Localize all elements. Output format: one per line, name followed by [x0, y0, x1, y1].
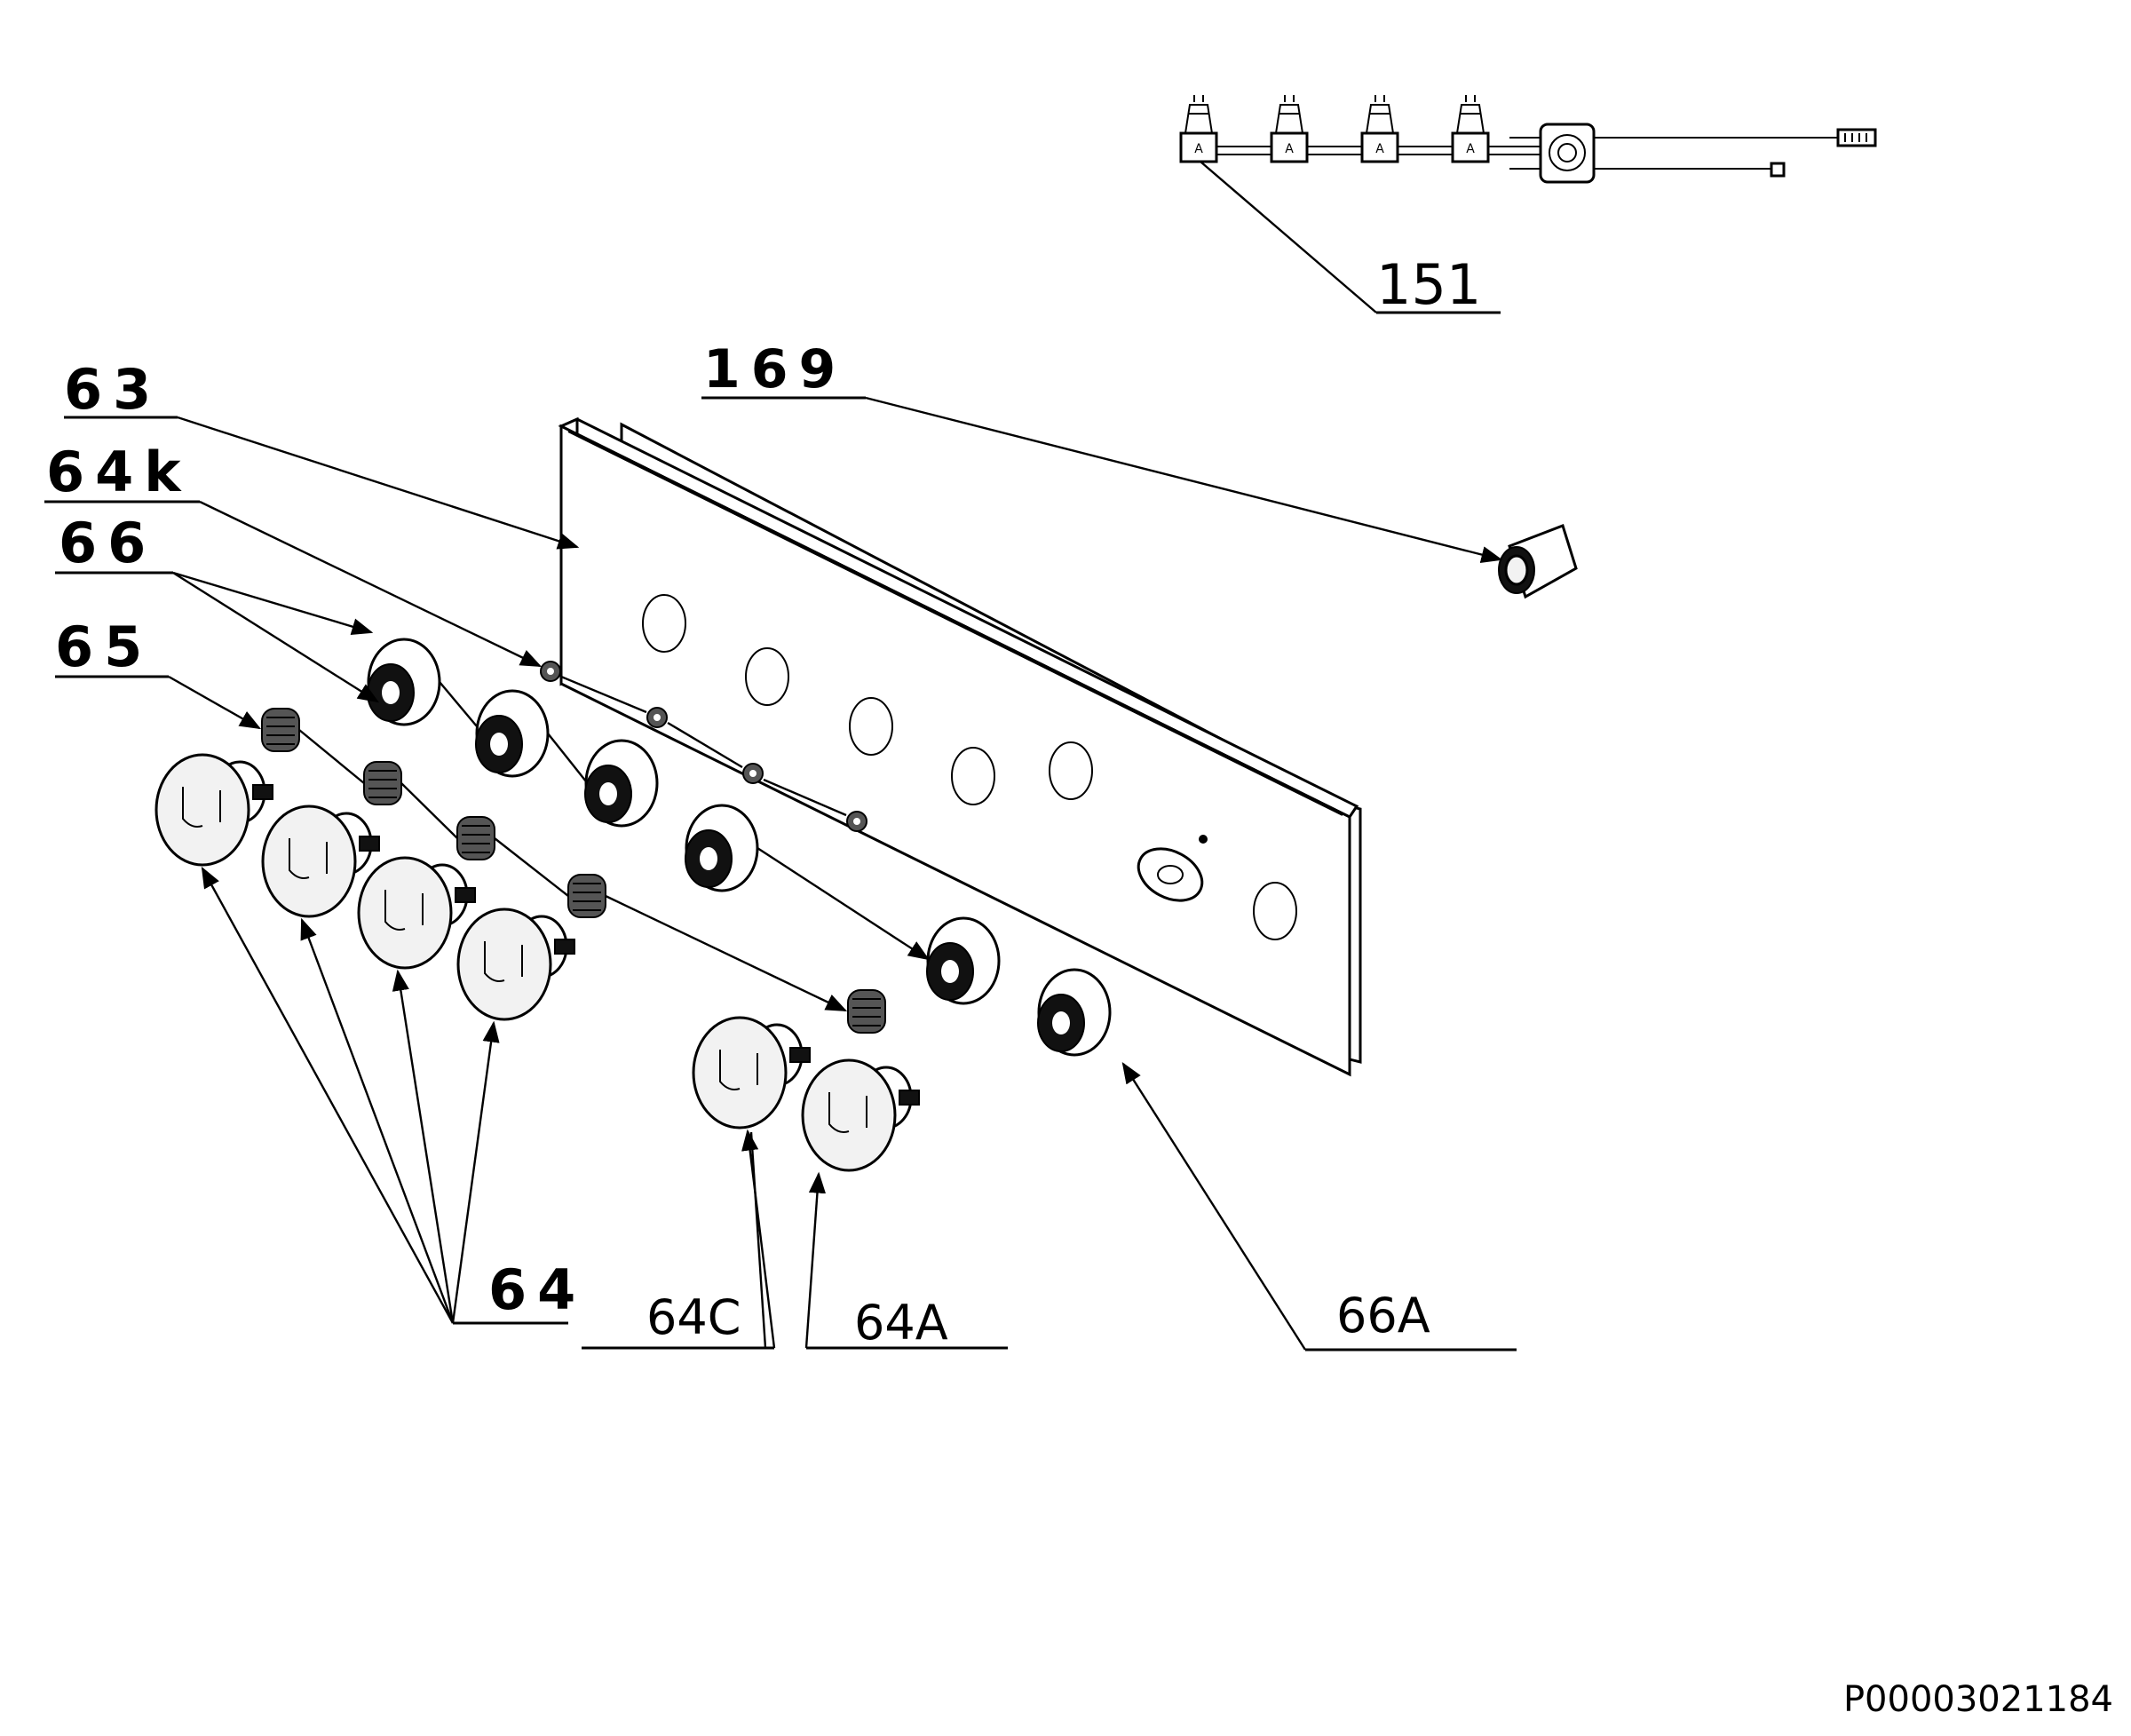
- label-64A: 64A: [854, 1295, 948, 1351]
- spring-2: [363, 761, 402, 805]
- panel-knob-holes: [642, 594, 1297, 940]
- indicator-lamp-169: [1498, 524, 1578, 599]
- part-labels: 151 169 63 64k 66 65 64 64C 64A 66A: [46, 252, 1481, 1351]
- knob-2: [261, 805, 380, 918]
- spring-4: [567, 874, 606, 918]
- bezels-66: [367, 638, 1001, 1005]
- bezel-3: [584, 739, 659, 828]
- harness-connector-plug: [1836, 128, 1877, 147]
- spring-5: [847, 989, 886, 1034]
- bezel-5: [926, 916, 1001, 1005]
- bezel-2: [475, 689, 550, 778]
- label-64C: 64C: [646, 1289, 741, 1345]
- harness-tag-4: A: [1466, 142, 1475, 156]
- label-64k: 64k: [46, 440, 192, 504]
- harness-tag-3: A: [1375, 142, 1384, 156]
- harness-terminal: [1770, 162, 1786, 178]
- knob-4: [456, 908, 575, 1021]
- knob-64A: [801, 1058, 920, 1172]
- bezel-4: [685, 804, 759, 892]
- label-66A: 66A: [1336, 1288, 1430, 1344]
- harness-switch-3: A: [1360, 95, 1399, 163]
- harness-switch-4: A: [1451, 95, 1490, 163]
- catalog-number: P00003021184: [1842, 1679, 2113, 1720]
- ignition-harness-151: A A A A: [1179, 95, 1877, 184]
- label-169: 169: [703, 338, 846, 400]
- label-66: 66: [59, 511, 156, 575]
- knob-1: [154, 753, 273, 867]
- harness-tag-1: A: [1194, 142, 1203, 156]
- leader-lines: [44, 161, 1517, 1352]
- control-panel-63: [558, 416, 1362, 1077]
- knobs-64: [154, 753, 575, 1021]
- panel-lamp-aperture: [1137, 835, 1208, 902]
- harness-tag-2: A: [1285, 142, 1294, 156]
- knob-3: [357, 856, 476, 970]
- harness-switch-1: A: [1179, 95, 1218, 163]
- label-65: 65: [55, 614, 153, 679]
- harness-ignition-module: [1539, 123, 1596, 184]
- label-151: 151: [1376, 252, 1481, 317]
- spring-1: [261, 708, 300, 752]
- spring-3: [456, 816, 495, 860]
- bezel-1: [367, 638, 441, 726]
- label-64: 64: [488, 1257, 586, 1322]
- harness-switch-2: A: [1270, 95, 1309, 163]
- label-63: 63: [64, 357, 162, 422]
- bezel-66A: [1037, 968, 1112, 1057]
- knob-64C: [692, 1016, 811, 1130]
- washers-64k: [540, 661, 867, 832]
